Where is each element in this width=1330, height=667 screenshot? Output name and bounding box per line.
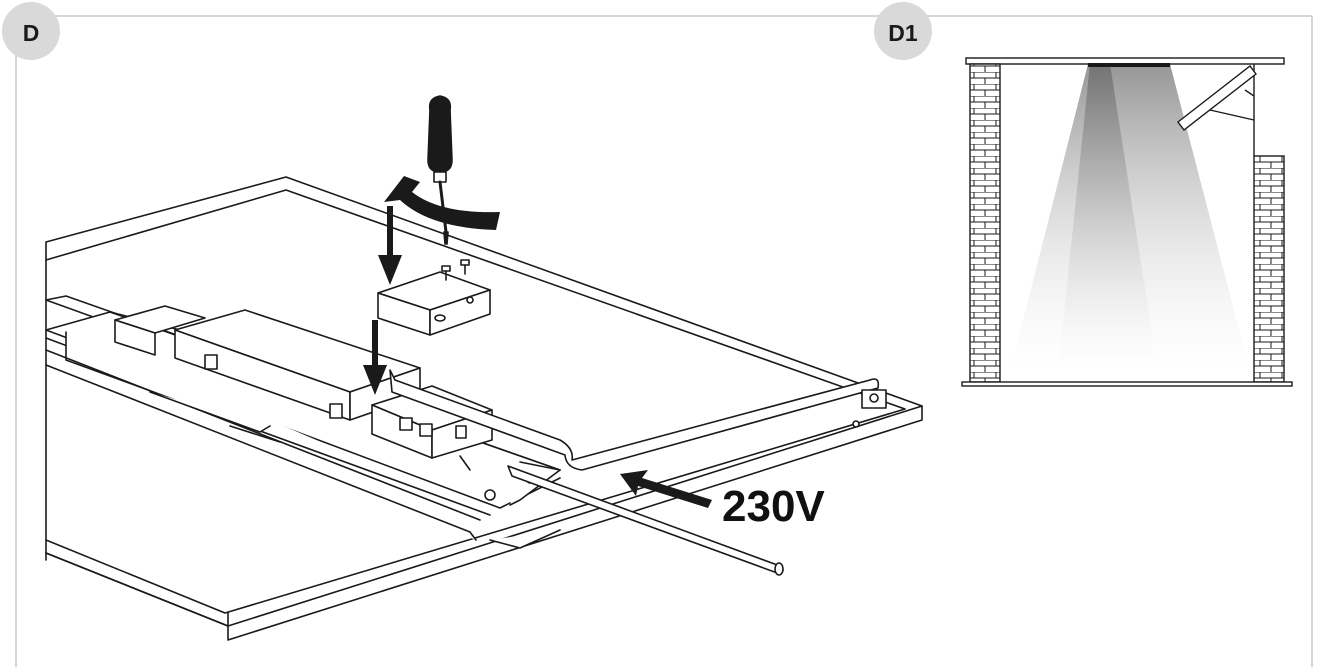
arrow-down-icon [363, 206, 402, 395]
arrow-left-icon [620, 470, 712, 508]
ceiling-light-panel [1088, 63, 1170, 67]
room-scene [961, 57, 1293, 387]
light-beam-core [1058, 64, 1158, 372]
floor [961, 381, 1293, 387]
left-brick-wall [969, 63, 1001, 383]
voltage-label: 230V [722, 482, 825, 531]
angled-wall-light [1177, 65, 1257, 131]
led-driver [114, 305, 421, 421]
step-badge-d1: D1 [874, 2, 932, 60]
led-panel [45, 176, 923, 641]
mains-cable [389, 369, 887, 576]
rotate-arrow-icon [384, 176, 500, 230]
terminal-block [371, 385, 534, 501]
step-badge-d: D [2, 2, 60, 60]
right-brick-wall [1253, 155, 1285, 383]
terminal-cover [377, 271, 491, 336]
screws [441, 259, 470, 281]
